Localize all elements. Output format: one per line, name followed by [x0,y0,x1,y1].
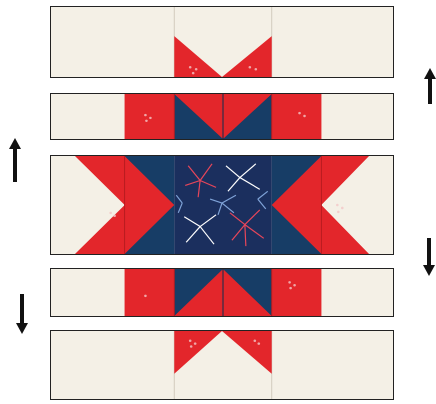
row-2-pieces [124,94,322,139]
row-4-pieces [124,269,322,316]
red-flying-geese-right [222,331,272,374]
red-flying-geese-left [174,36,222,77]
arrow-down-icon [16,294,30,334]
red-square-right [271,269,322,316]
red-side-goose-right [321,156,370,254]
red-flying-geese-left [174,331,222,374]
red-square-right [271,94,322,139]
arrow-down-icon [423,238,436,276]
red-side-goose-left [74,156,125,254]
fireworks-print [175,163,269,247]
quilt-row-2 [50,93,394,140]
quilt-row-4 [50,268,394,317]
red-square-left [124,94,175,139]
red-square-left [124,269,175,316]
quilt-row-5 [50,330,394,400]
row-3-pieces [74,156,370,254]
arrow-up-icon [9,138,23,182]
quilt-row-1 [50,6,394,78]
arrow-up-icon [424,68,436,104]
row-1-pieces [173,7,273,77]
red-flying-geese-right [222,36,272,77]
row-5-pieces [173,331,273,399]
red-point-right [271,156,322,254]
quilt-row-3-center [50,155,394,255]
red-point-left [124,156,175,254]
